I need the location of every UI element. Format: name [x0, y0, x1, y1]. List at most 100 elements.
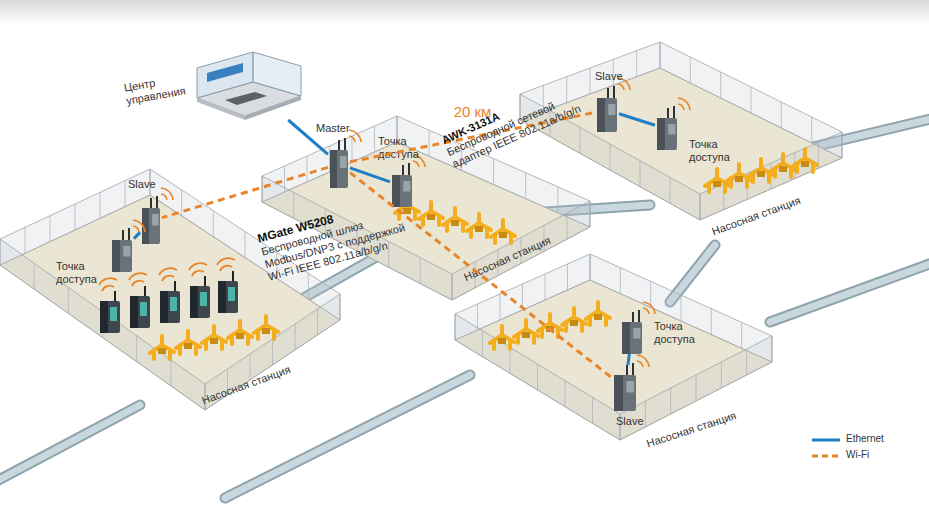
pumping-station: Насосная станцияSlaveТочка доступа	[520, 40, 845, 250]
fence-panel	[0, 169, 150, 265]
device-panel	[123, 246, 130, 257]
fence-post	[746, 349, 747, 375]
control-center-room	[195, 52, 303, 120]
fence-post	[681, 295, 682, 321]
network-device: Точка доступа	[620, 312, 644, 354]
antenna	[128, 228, 130, 240]
operator-desk	[225, 92, 267, 105]
fence-panel	[0, 239, 205, 410]
fence-post	[794, 153, 795, 179]
antenna	[667, 108, 669, 118]
legend-text: Wi-Fi	[846, 449, 869, 461]
network-device: Точка доступа	[655, 108, 679, 150]
antenna	[632, 312, 634, 322]
fence-post	[720, 72, 721, 98]
glass-wall	[197, 52, 253, 98]
network-device: Slave	[140, 198, 162, 244]
fence-post	[374, 126, 375, 152]
fence-post	[670, 388, 671, 414]
pipe-body	[0, 118, 929, 498]
device-side	[112, 240, 120, 272]
antenna	[408, 163, 410, 175]
fence-post	[352, 136, 353, 162]
wireless-device	[620, 312, 644, 354]
control-center: Центр управления	[195, 52, 303, 120]
network-device: Slave	[612, 365, 638, 411]
wireless-device	[612, 365, 638, 411]
fence-post	[181, 190, 182, 216]
device-panel	[608, 104, 615, 115]
fence-post	[620, 268, 621, 294]
fence-post	[650, 281, 651, 307]
wifi-waves	[349, 130, 361, 142]
antenna	[402, 165, 404, 175]
device-body	[112, 240, 132, 272]
fence-post	[640, 161, 641, 187]
fence-post	[522, 284, 523, 310]
pumping-station: Насосная станцияТочка доступаSlave	[455, 250, 775, 465]
antenna	[607, 88, 609, 98]
legend-samples	[812, 440, 840, 456]
fence-post	[136, 336, 137, 362]
fence-post	[477, 304, 478, 330]
fence-post	[525, 173, 526, 199]
legend-line	[812, 439, 840, 442]
fence-post	[245, 232, 246, 258]
antenna	[613, 86, 615, 98]
antenna	[632, 363, 634, 375]
device-side	[657, 118, 665, 150]
fence-post	[537, 364, 538, 390]
fence-post	[747, 173, 748, 199]
fence-post	[34, 263, 35, 289]
fence-post	[567, 264, 568, 290]
device-panel	[626, 381, 634, 393]
fence-post	[741, 322, 742, 348]
fence-post	[557, 187, 558, 213]
fence-panel	[660, 42, 842, 158]
node-label: Точка доступа	[689, 138, 741, 164]
pipe-outline	[0, 118, 929, 498]
wifi-waves	[161, 188, 173, 200]
antenna	[638, 310, 640, 322]
fence-post	[272, 339, 273, 365]
network-device: Точка доступа	[390, 165, 414, 207]
antenna	[338, 140, 340, 150]
wifi-waves	[133, 220, 145, 232]
fence-post	[308, 273, 309, 299]
fence-post	[645, 401, 646, 427]
network-device: Master	[328, 140, 350, 188]
fence-post	[429, 130, 430, 156]
fence-post	[68, 287, 69, 313]
device-side	[597, 98, 605, 132]
device-panel	[340, 156, 347, 168]
pumping-station: Насосная станцияSlaveТочка доступа	[0, 165, 345, 425]
pumping-station-platform	[0, 165, 345, 425]
antenna	[150, 198, 152, 208]
fence-post	[510, 347, 511, 373]
pumping-station-platform	[455, 250, 775, 465]
antenna	[673, 106, 675, 118]
fence-post	[493, 159, 494, 185]
device-side	[392, 175, 400, 207]
fence-post	[125, 181, 126, 207]
node-label: Точка доступа	[56, 260, 108, 286]
fence-post	[482, 331, 483, 357]
wireless-device	[595, 88, 619, 132]
device-body	[622, 322, 642, 354]
fence-post	[781, 102, 782, 128]
fence-post	[213, 211, 214, 237]
node-label: Slave	[595, 70, 623, 83]
device-panel	[152, 214, 159, 226]
fence-panel	[590, 254, 772, 362]
video-wall	[207, 63, 243, 82]
fence-post	[771, 163, 772, 189]
antenna	[122, 230, 124, 240]
fence-post	[590, 68, 591, 94]
fence-post	[711, 309, 712, 335]
device-panel	[633, 328, 640, 339]
fence-post	[295, 324, 296, 350]
fence-post	[636, 51, 637, 77]
node-label: Master	[316, 122, 350, 135]
fence-post	[293, 192, 294, 218]
